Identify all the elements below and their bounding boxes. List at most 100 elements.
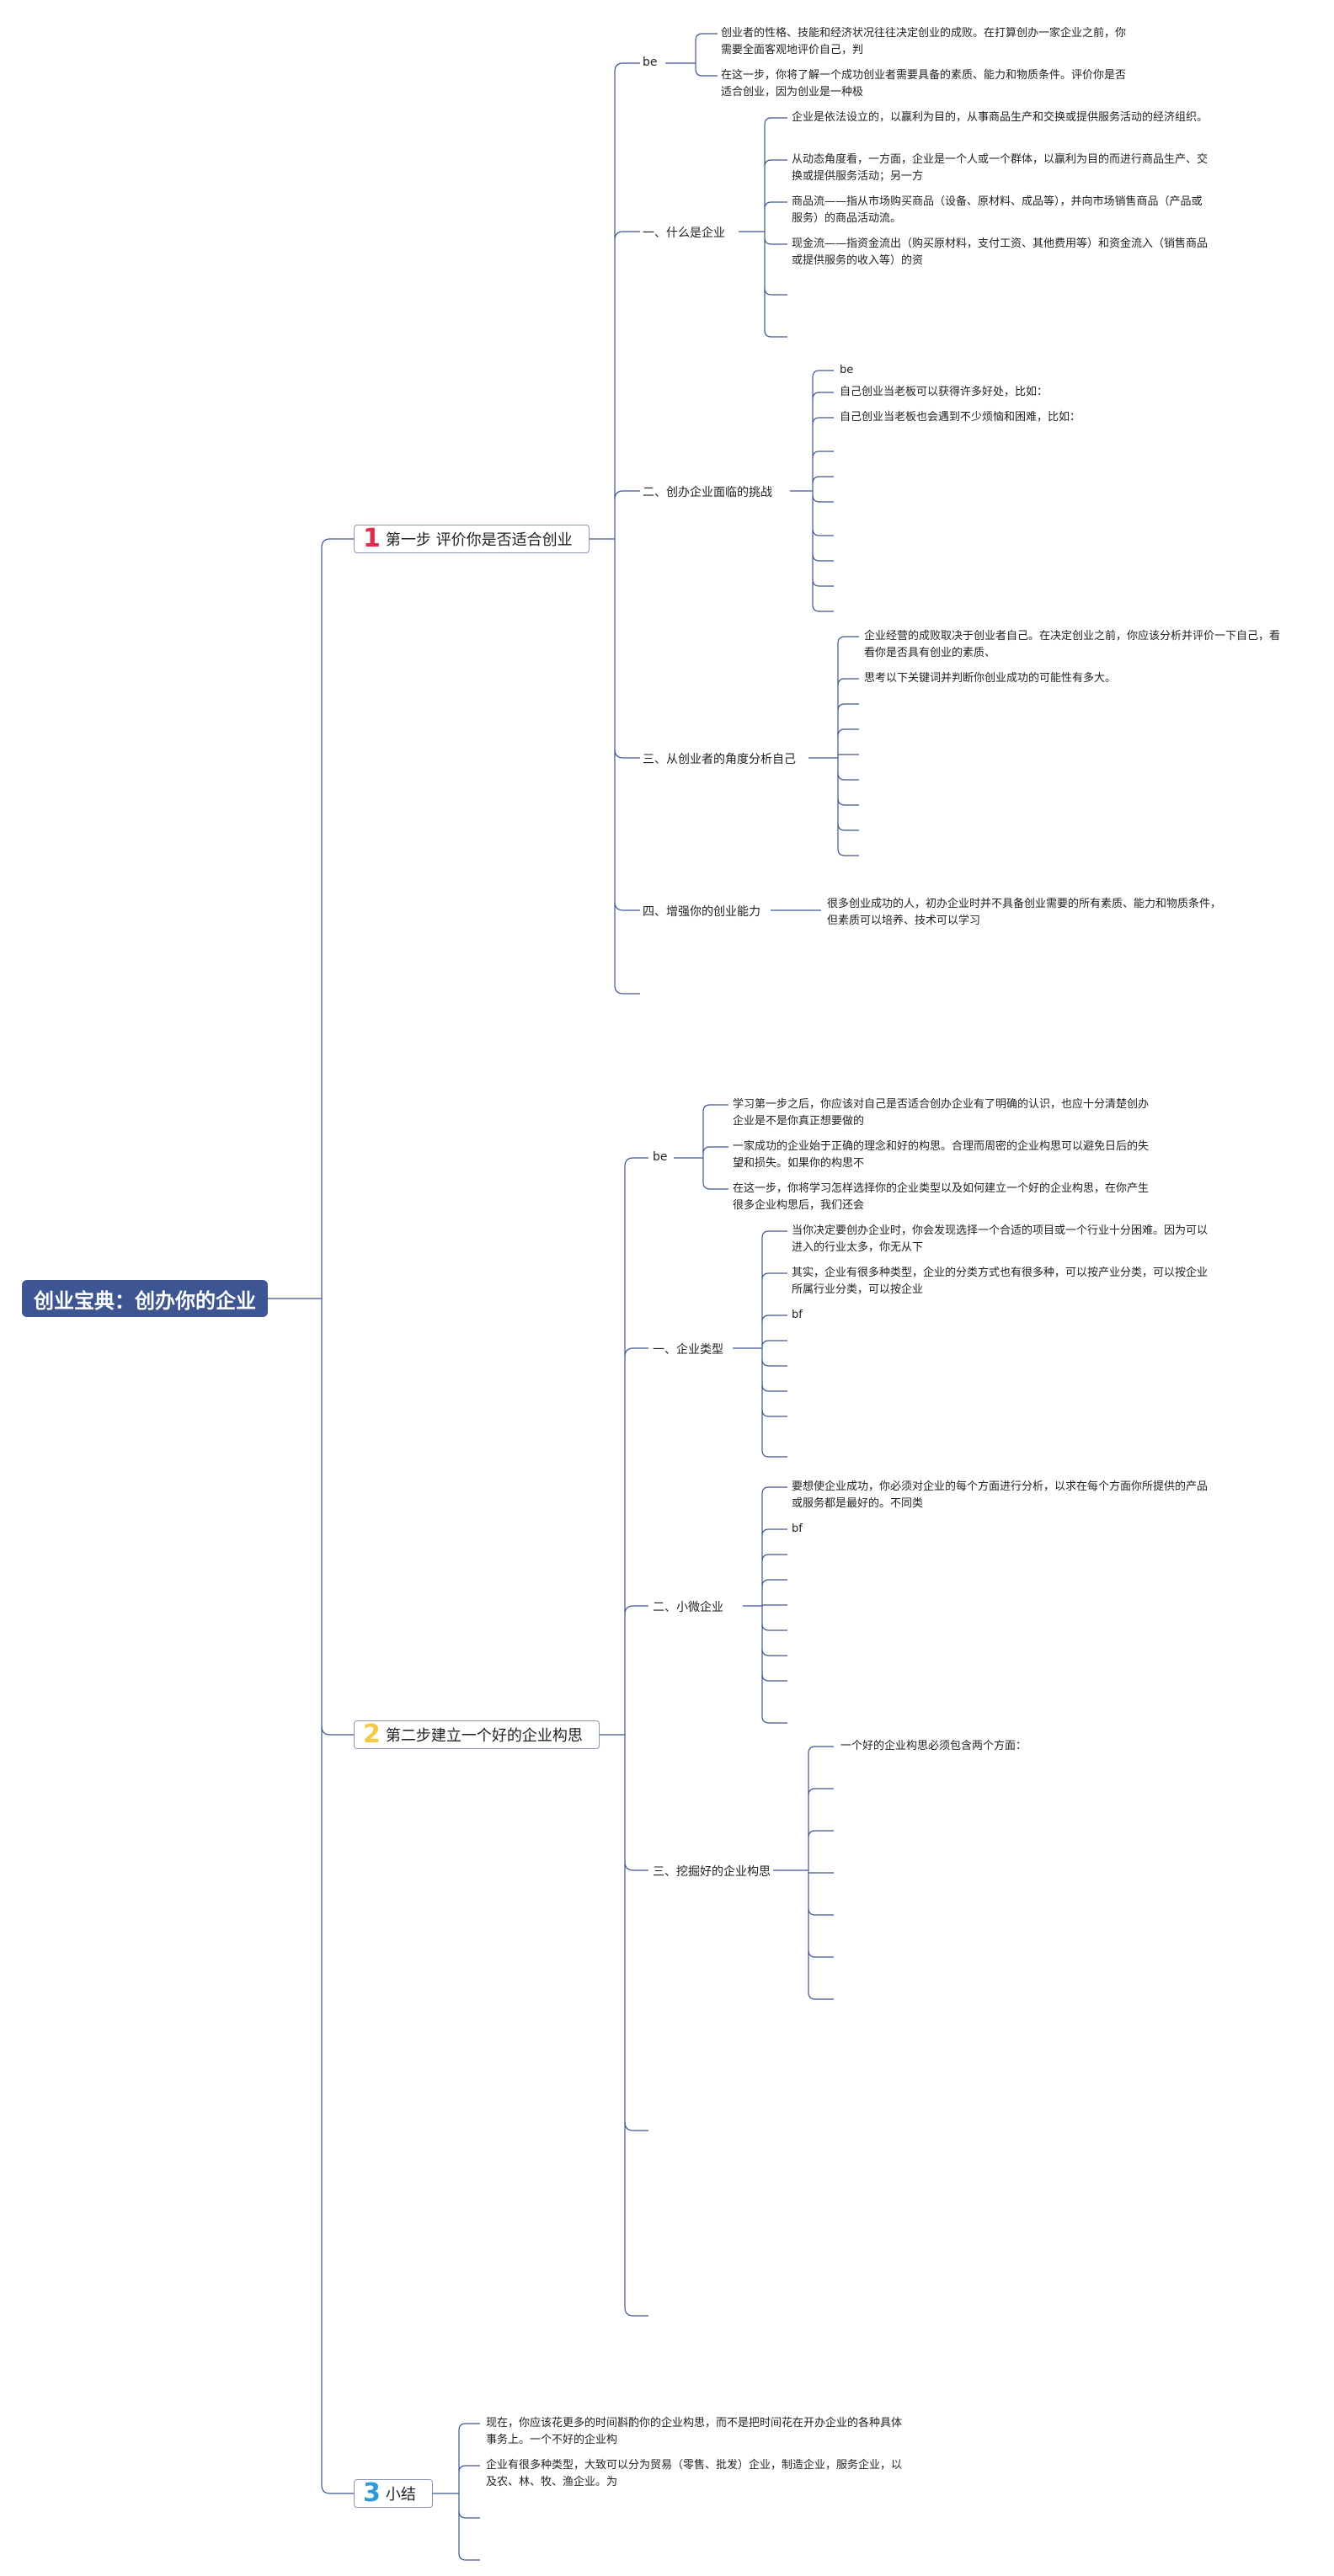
step2-be[interactable]: be [653,1150,668,1164]
step2-be-item-2: 一家成功的企业始于正确的理念和好的构思。合理而周密的企业构思可以避免日后的失望和… [733,1140,1150,1170]
step2-section-3[interactable]: 三、挖掘好的企业构思 [653,1865,771,1879]
step1-s2-item-1: be [840,364,854,376]
connector [808,1907,834,1916]
step1-be[interactable]: be [643,56,658,69]
connector [761,1715,787,1724]
connector [761,1554,787,1562]
step-1-label: 第一步 评价你是否适合创业 [385,531,573,549]
connector [624,1347,648,1357]
connector [458,2552,480,2561]
step2-s1-item-2: 其实，企业有很多种类型，企业的分类方式也有很多种，可以按产业分类，可以按企业所属… [792,1267,1209,1296]
connector [812,392,834,400]
connector [808,1830,834,1838]
step1-section-1[interactable]: 一、什么是企业 [643,227,725,240]
connector [764,287,787,296]
connector [837,848,859,856]
step-3-label: 小结 [385,2486,416,2504]
step1-be-item-1: 创业者的性格、技能和经济状况往往决定创业的成败。在打算创办一家企业之前，你需要全… [721,27,1127,56]
connector [761,1230,787,1239]
step2-section-1[interactable]: 一、企业类型 [653,1343,723,1357]
connector [812,494,834,503]
connector [761,1623,787,1631]
connector [624,2121,648,2131]
connector [702,1181,728,1190]
step2-s1-item-3: bf [792,1309,803,1321]
step1-s1-item-3: 商品流——指从市场购买商品（设备、原材料、成品等），并向市场销售商品（产品或服务… [792,195,1203,225]
connector [764,237,787,245]
step1-s1-item-4: 现金流——指资金流出（购买原材料，支付工资、其他费用等）和资金流入（销售商品或提… [792,237,1209,267]
connector [614,901,640,911]
connector [458,2465,480,2473]
step-1-number: 1 [363,524,381,553]
connector [812,417,834,425]
connector [808,1949,834,1958]
step2-s2-item-1: 要想使企业成功，你必须对企业的每个方面进行分析，以求在每个方面你所提供的产品或服… [792,1480,1209,1510]
connector [812,528,834,536]
connector [695,33,718,41]
root-topic[interactable]: 创业宝典：创办你的企业 [22,1280,268,1317]
step-2-topic[interactable]: 2 第二步建立一个好的企业构思 [354,1720,600,1749]
step-3-topic[interactable]: 3 小结 [354,2479,433,2508]
step2-s2-item-2: bf [792,1523,803,1535]
connector [837,703,859,712]
connector [837,797,859,806]
connector [614,62,640,72]
connector [614,984,640,995]
step-3-number: 3 [363,2478,381,2508]
connector [837,772,859,781]
connector [614,749,640,759]
connector [812,553,834,562]
step2-be-item-3: 在这一步，你将学习怎样选择你的企业类型以及如何建立一个好的企业构思，在你产生很多… [733,1182,1150,1212]
step1-be-item-2: 在这一步，你将了解一个成功创业者需要具备的素质、能力和物质条件。评价你是否适合创… [721,69,1127,99]
step1-s1-item-1: 企业是依法设立的，以赢利为目的，从事商品生产和交换或提供服务活动的经济组织。 [792,111,1209,124]
connector [458,2423,480,2431]
connector [702,1104,728,1112]
connector [761,1528,787,1537]
connector [837,678,859,686]
connector [761,1340,787,1348]
connector [837,636,859,644]
step-2-number: 2 [363,1720,381,1749]
connector [837,728,859,737]
connector [761,1486,787,1495]
connector [761,1272,787,1281]
connector [761,1673,787,1682]
connector [761,1409,787,1417]
step1-s4-item-1: 很多创业成功的人，初办企业时并不具备创业需要的所有素质、能力和物质条件，但素质可… [827,898,1222,927]
connector [458,2510,480,2519]
connector [695,68,718,77]
step-2-label: 第二步建立一个好的企业构思 [385,1727,583,1745]
connector [764,159,787,168]
step1-s2-item-3: 自己创业当老板也会遇到不少烦恼和困难，比如： [840,411,1081,424]
connector [761,1648,787,1656]
step-1-topic[interactable]: 1 第一步 评价你是否适合创业 [354,525,590,553]
connector [812,476,834,484]
step1-s3-item-2: 思考以下关键词并判断你创业成功的可能性有多大。 [864,672,1117,685]
connector [812,579,834,587]
connector [624,2307,648,2317]
connector [761,1384,787,1392]
step3-item-1: 现在，你应该花更多的时间斟酌你的企业构思，而不是把时间花在开办企业的各种具体事务… [486,2417,903,2446]
connector [702,1146,728,1155]
connector [808,1788,834,1796]
step3-item-2: 企业有很多种类型，大致可以分为贸易（零售、批发）企业，制造企业，服务企业，以及农… [486,2459,903,2488]
step1-section-3[interactable]: 三、从创业者的角度分析自己 [643,753,796,766]
connector [812,451,834,459]
step2-be-item-1: 学习第一步之后，你应该对自己是否适合创办企业有了明确的认识，也应十分清楚创办企业… [733,1098,1150,1128]
step1-section-4[interactable]: 四、增强你的创业能力 [643,905,760,919]
connector [624,1157,648,1167]
connector [812,604,834,612]
step1-section-2[interactable]: 二、创办企业面临的挑战 [643,486,772,499]
connector [808,1746,834,1754]
connector [624,1861,648,1871]
connector [614,231,640,241]
connector [624,1605,648,1615]
connector [321,1725,354,1736]
connector [808,1992,834,2000]
connector [761,1358,787,1367]
step1-s2-item-2: 自己创业当老板可以获得许多好处，比如： [840,386,1049,398]
connector [764,117,787,125]
connector [812,370,834,378]
step2-section-2[interactable]: 二、小微企业 [653,1601,723,1614]
step2-s1-item-1: 当你决定要创办企业时，你会发现选择一个合适的项目或一个行业十分困难。因为可以进入… [792,1224,1209,1254]
